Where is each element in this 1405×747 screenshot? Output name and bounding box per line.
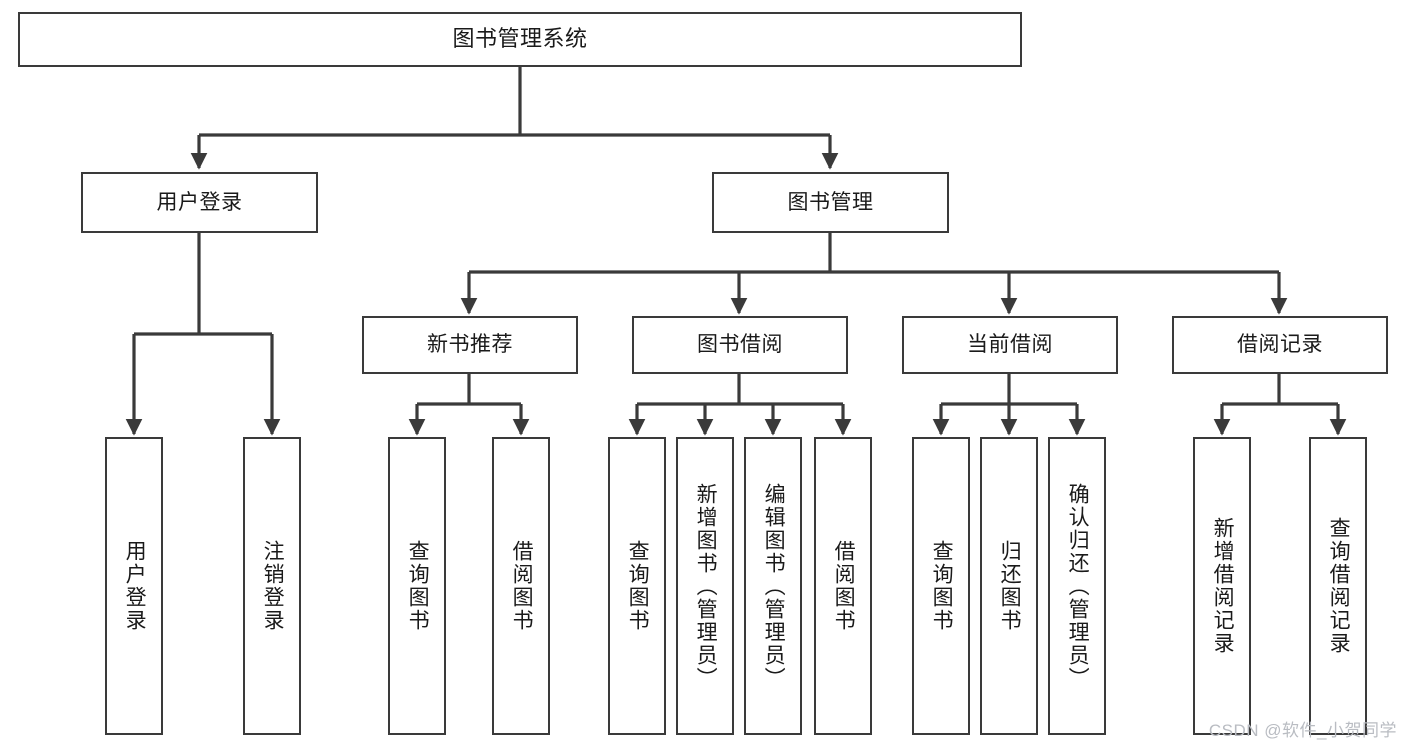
node-leaf-query-book-borrow[interactable]: 查询图书 [608,437,666,735]
node-leaf-query-borrow-record[interactable]: 查询借阅记录 [1309,437,1367,735]
node-book-management[interactable]: 图书管理 [712,172,949,233]
node-leaf-query-book-current[interactable]: 查询图书 [912,437,970,735]
node-leaf-borrow-book-borrow[interactable]: 借阅图书 [814,437,872,735]
node-book-management-system[interactable]: 图书管理系统 [18,12,1022,67]
node-leaf-logout-login[interactable]: 注销登录 [243,437,301,735]
node-user-login[interactable]: 用户登录 [81,172,318,233]
node-leaf-borrow-book-recommend[interactable]: 借阅图书 [492,437,550,735]
node-leaf-return-book[interactable]: 归还图书 [980,437,1038,735]
node-leaf-confirm-return-admin[interactable]: 确认归还（管理员） [1048,437,1106,735]
node-leaf-add-book-admin[interactable]: 新增图书（管理员） [676,437,734,735]
node-new-book-recommend[interactable]: 新书推荐 [362,316,578,374]
node-leaf-edit-book-admin[interactable]: 编辑图书（管理员） [744,437,802,735]
node-current-borrow[interactable]: 当前借阅 [902,316,1118,374]
node-book-borrow[interactable]: 图书借阅 [632,316,848,374]
node-leaf-query-book-recommend[interactable]: 查询图书 [388,437,446,735]
node-leaf-add-borrow-record[interactable]: 新增借阅记录 [1193,437,1251,735]
node-leaf-user-login[interactable]: 用户登录 [105,437,163,735]
csdn-watermark: CSDN @软件_小贺同学 [1208,721,1397,740]
node-borrow-record[interactable]: 借阅记录 [1172,316,1388,374]
